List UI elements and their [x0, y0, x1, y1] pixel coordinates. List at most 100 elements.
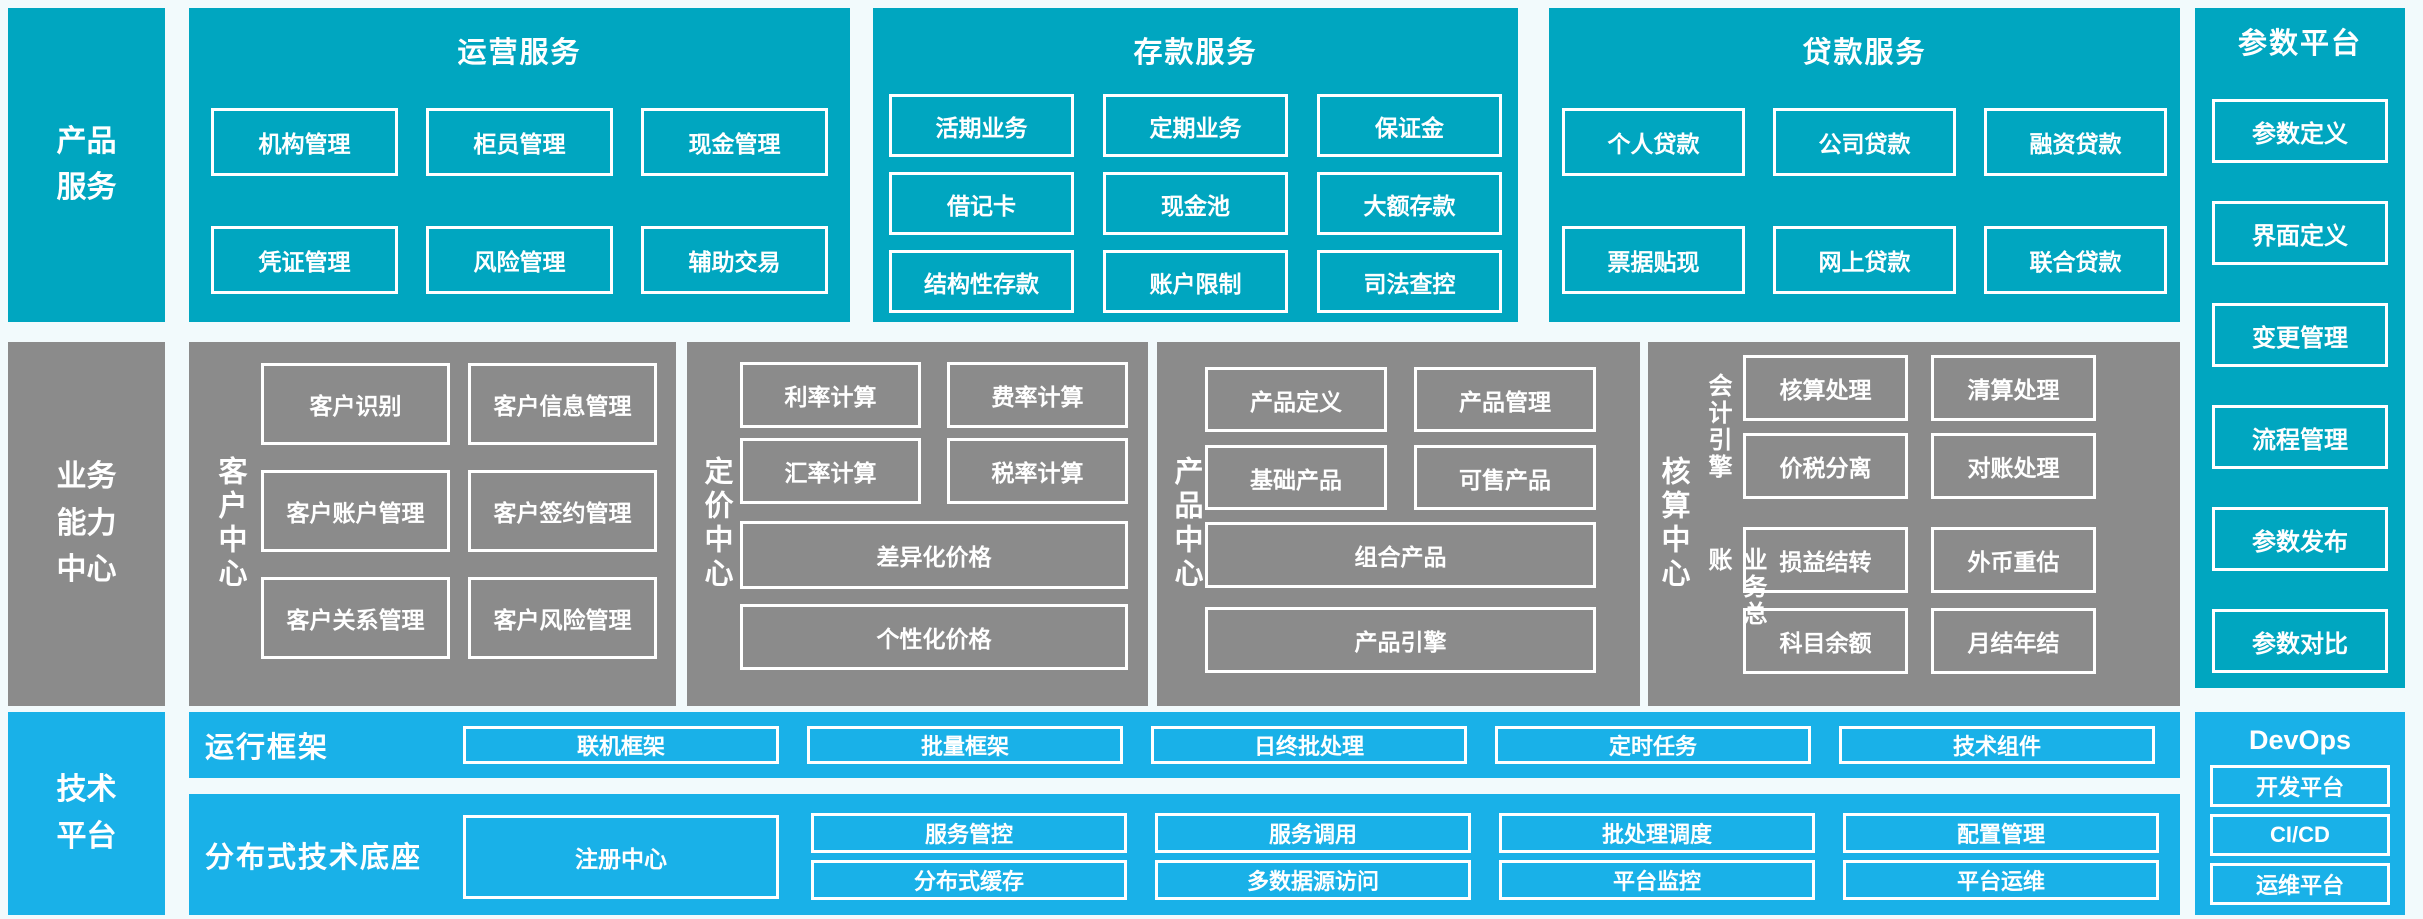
diagram-box: 流程管理 [2212, 405, 2388, 469]
diagram-box: 平台监控 [1499, 860, 1815, 900]
row-label-product-services: 产品服务 [8, 8, 165, 322]
diagram-box: 价税分离 [1743, 433, 1908, 499]
product-center-boxes: 产品定义 产品管理 基础产品 可售产品 组合产品 产品引擎 [1205, 367, 1596, 673]
diagram-box: 客户签约管理 [468, 470, 657, 552]
diagram-box: 日终批处理 [1151, 726, 1467, 764]
diagram-box: 机构管理 [211, 108, 398, 176]
panel-label: 客户中心 [214, 456, 246, 592]
pricing-center-boxes: 利率计算 费率计算 汇率计算 税率计算 差异化价格 个性化价格 [740, 362, 1128, 670]
diagram-box: 界面定义 [2212, 201, 2388, 265]
diagram-box: 费率计算 [947, 362, 1128, 428]
diagram-box: 参数定义 [2212, 99, 2388, 163]
diagram-box: 开发平台 [2210, 765, 2390, 807]
diagram-box: 基础产品 [1205, 445, 1387, 510]
panel-product-center: 产品中心 产品定义 产品管理 基础产品 可售产品 组合产品 产品引擎 [1157, 342, 1640, 706]
section-title: 运营服务 [457, 37, 582, 69]
customer-center-boxes: 客户识别 客户信息管理 客户账户管理 客户签约管理 客户关系管理 客户风险管理 [261, 363, 657, 659]
row-label-text: 产品服务 [56, 124, 117, 205]
diagram-box: 科目余额 [1743, 608, 1908, 674]
accounting-engine-boxes: 核算处理 清算处理 价税分离 对账处理 [1743, 355, 2096, 499]
diagram-box: 分布式缓存 [811, 860, 1127, 900]
group-label-accounting-engine: 会计引擎 [1704, 373, 1731, 481]
diagram-box: 个性化价格 [740, 604, 1128, 670]
panel-pricing-center: 定价中心 利率计算 费率计算 汇率计算 税率计算 差异化价格 个性化价格 [687, 342, 1148, 706]
diagram-box: 网上贷款 [1773, 226, 1956, 294]
diagram-box: 客户账户管理 [261, 470, 450, 552]
diagram-box: 组合产品 [1205, 522, 1596, 588]
diagram-box: 平台运维 [1843, 860, 2159, 900]
diagram-box: 汇率计算 [740, 438, 921, 504]
diagram-box: 账户限制 [1103, 250, 1288, 313]
row-label-technology-platform: 技术平台 [8, 712, 165, 915]
diagram-box: 联机框架 [463, 726, 779, 764]
diagram-box: 差异化价格 [740, 521, 1128, 589]
diagram-box: 批量框架 [807, 726, 1123, 764]
diagram-box: 现金管理 [641, 108, 828, 176]
diagram-box: 个人贷款 [1562, 108, 1745, 176]
section-title: DevOps [2248, 725, 2352, 755]
row-label-text: 业务能力中心 [56, 460, 117, 587]
panel-label: 核算中心 [1657, 456, 1689, 592]
diagram-box: 票据贴现 [1562, 226, 1745, 294]
diagram-box: 参数发布 [2212, 507, 2388, 571]
diagram-box: 公司贷款 [1773, 108, 1956, 176]
diagram-box: 多数据源访问 [1155, 860, 1471, 900]
operation-services-boxes: 机构管理 柜员管理 现金管理 凭证管理 风险管理 辅助交易 [189, 108, 850, 294]
diagram-box: 月结年结 [1931, 608, 2096, 674]
diagram-box: 风险管理 [426, 226, 613, 294]
diagram-box: 外币重估 [1931, 527, 2096, 593]
band-distributed-base: 分布式技术底座 注册中心 服务管控 服务调用 批处理调度 配置管理 分布式缓存 … [189, 794, 2180, 915]
diagram-box: 融资贷款 [1984, 108, 2167, 176]
section-title: 存款服务 [1133, 37, 1258, 69]
diagram-box: 凭证管理 [211, 226, 398, 294]
band-runtime-framework: 运行框架 联机框架 批量框架 日终批处理 定时任务 技术组件 [189, 712, 2180, 778]
devops-boxes: 开发平台 CI/CD 运维平台 [2195, 765, 2405, 905]
panel-label: 产品中心 [1170, 456, 1202, 592]
band-label: 分布式技术底座 [205, 841, 423, 874]
diagram-box: 客户识别 [261, 363, 450, 445]
section-deposit-services: 存款服务 活期业务 定期业务 保证金 借记卡 现金池 大额存款 结构性存款 账户… [873, 8, 1518, 322]
diagram-box: 客户关系管理 [261, 577, 450, 659]
diagram-box: 服务调用 [1155, 813, 1471, 853]
registry-center-box: 注册中心 [463, 815, 779, 899]
deposit-services-boxes: 活期业务 定期业务 保证金 借记卡 现金池 大额存款 结构性存款 账户限制 司法… [873, 94, 1518, 313]
section-title: 参数平台 [2237, 28, 2362, 60]
runtime-framework-boxes: 联机框架 批量框架 日终批处理 定时任务 技术组件 [463, 726, 2155, 764]
diagram-box: 清算处理 [1931, 355, 2096, 421]
diagram-box: 服务管控 [811, 813, 1127, 853]
row-label-text: 技术平台 [56, 773, 117, 853]
diagram-box: 司法查控 [1317, 250, 1502, 313]
diagram-box: 运维平台 [2210, 863, 2390, 905]
diagram-box: 技术组件 [1839, 726, 2155, 764]
section-parameter-platform: 参数平台 参数定义 界面定义 变更管理 流程管理 参数发布 参数对比 [2195, 8, 2405, 688]
diagram-box: CI/CD [2210, 814, 2390, 856]
diagram-box: 对账处理 [1931, 433, 2096, 499]
diagram-box: 变更管理 [2212, 303, 2388, 367]
panel-customer-center: 客户中心 客户识别 客户信息管理 客户账户管理 客户签约管理 客户关系管理 客户… [189, 342, 676, 706]
diagram-box: 利率计算 [740, 362, 921, 428]
diagram-box: 借记卡 [889, 172, 1074, 235]
diagram-box: 批处理调度 [1499, 813, 1815, 853]
loan-services-boxes: 个人贷款 公司贷款 融资贷款 票据贴现 网上贷款 联合贷款 [1549, 108, 2180, 294]
panel-accounting-center: 核算中心 会计引擎 核算处理 清算处理 价税分离 对账处理 业务总账 损益结转 … [1648, 342, 2180, 706]
section-operation-services: 运营服务 机构管理 柜员管理 现金管理 凭证管理 风险管理 辅助交易 [189, 8, 850, 322]
section-loan-services: 贷款服务 个人贷款 公司贷款 融资贷款 票据贴现 网上贷款 联合贷款 [1549, 8, 2180, 322]
diagram-box: 定时任务 [1495, 726, 1811, 764]
diagram-box: 活期业务 [889, 94, 1074, 157]
diagram-box: 现金池 [1103, 172, 1288, 235]
diagram-box: 大额存款 [1317, 172, 1502, 235]
diagram-box: 产品引擎 [1205, 607, 1596, 673]
parameter-platform-boxes: 参数定义 界面定义 变更管理 流程管理 参数发布 参数对比 [2195, 99, 2405, 673]
diagram-box: 保证金 [1317, 94, 1502, 157]
diagram-box: 核算处理 [1743, 355, 1908, 421]
diagram-box: 客户信息管理 [468, 363, 657, 445]
panel-label: 定价中心 [700, 456, 732, 592]
row-label-business-capability-center: 业务能力中心 [8, 342, 165, 706]
diagram-box: 可售产品 [1414, 445, 1596, 510]
distributed-base-boxes: 服务管控 服务调用 批处理调度 配置管理 分布式缓存 多数据源访问 平台监控 平… [811, 813, 2159, 900]
section-title: 贷款服务 [1802, 37, 1927, 69]
diagram-box: 税率计算 [947, 438, 1128, 504]
diagram-box: 参数对比 [2212, 609, 2388, 673]
business-ledger-boxes: 损益结转 外币重估 科目余额 月结年结 [1743, 527, 2096, 674]
